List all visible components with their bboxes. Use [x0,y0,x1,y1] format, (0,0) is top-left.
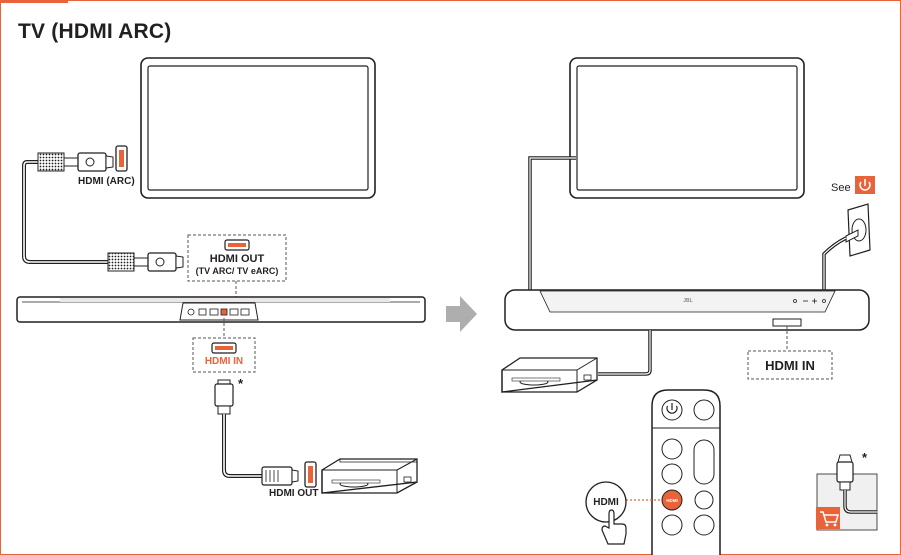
remote-button-3[interactable] [694,490,714,510]
tv-right [569,57,805,199]
source-out-label: HDMI OUT [269,488,319,499]
remote-button-2[interactable] [661,463,683,485]
power-icon [855,176,875,194]
remote-control: HDMI [626,389,721,555]
hand-pointer-icon [601,509,627,545]
source-device-right [501,330,652,393]
hdmi-in-callout-left [192,318,256,373]
hdmi-button-label: HDMI [593,497,619,508]
asterisk-right: * [862,450,868,465]
remote-button-top-right[interactable] [693,399,715,421]
section-tab [0,0,68,3]
see-label: See [831,182,851,194]
tv-to-soundbar-cable [528,156,576,292]
source-device-left [321,458,418,494]
tv-port-label: HDMI (ARC) [78,176,135,187]
remote-hdmi-key-label: HDMI [666,498,678,503]
tv-left [140,57,376,199]
remote-volume-rocker[interactable] [693,439,715,485]
page-title: TV (HDMI ARC) [18,20,172,43]
hdmi-in-callout-right [747,350,833,380]
soundbar-out-sublabel: (TV ARC/ TV eARC) [195,266,279,276]
remote-button-1[interactable] [661,438,683,460]
hdmi-out-callout [187,234,287,312]
soundbar-in-label-left: HDMI IN [204,356,244,367]
arrow-right-icon [446,296,477,332]
hdmi-arc-cable [22,152,184,272]
power-socket [822,203,871,290]
soundbar-front: JBL [504,289,870,350]
soundbar-out-label: HDMI OUT [209,253,265,265]
soundbar-in-label-right: HDMI IN [765,358,815,373]
brand-logo: JBL [683,298,692,304]
soundbar-rear [16,296,426,323]
remote-button-4[interactable] [661,514,683,536]
remote-hdmi-key[interactable] [661,489,683,511]
shopping-cart-icon [816,507,840,529]
asterisk-left: * [238,376,244,391]
hdmi-source-cable [214,379,299,486]
hdmi-button-callout [585,481,627,523]
optional-cable-box [816,454,878,531]
source-hdmi-out-port [304,461,317,488]
remote-button-5[interactable] [693,514,715,536]
tv-hdmi-arc-port [115,145,128,172]
remote-power-button[interactable] [661,399,683,421]
